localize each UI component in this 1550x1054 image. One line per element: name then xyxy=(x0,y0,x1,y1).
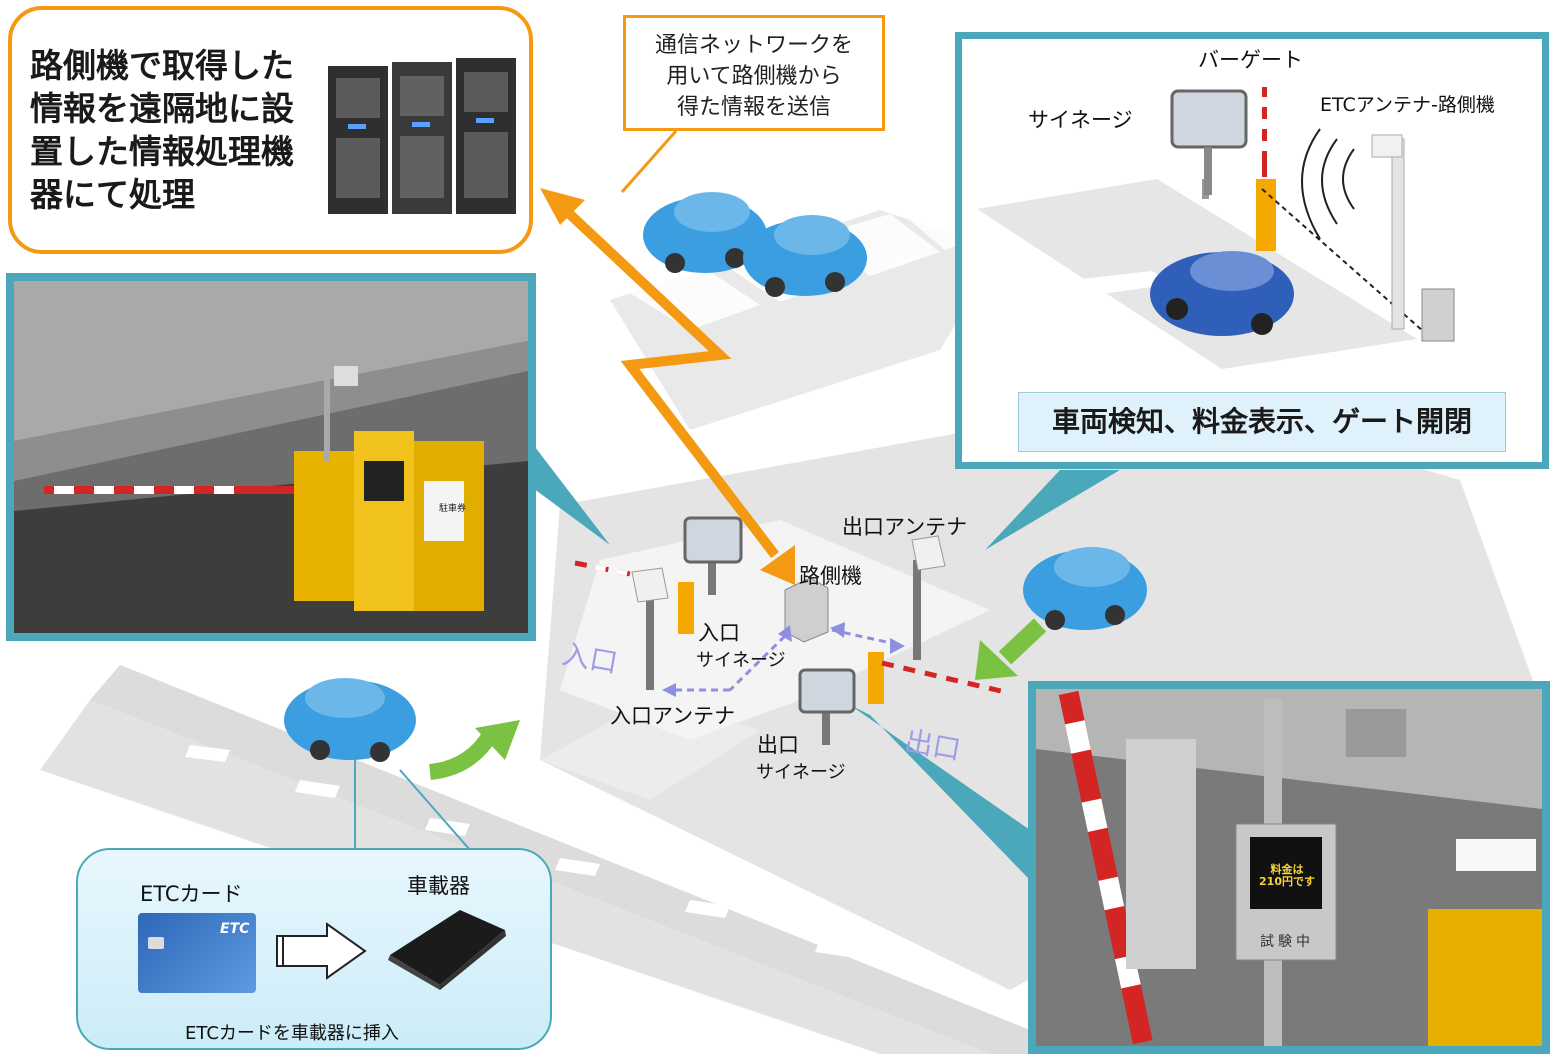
exit-signage-label-2: サイネージ xyxy=(756,762,846,783)
arrow-head-up xyxy=(540,188,585,225)
entrance-antenna-pole xyxy=(646,590,654,690)
exit-photo-fee-screen: 料金は 210円です xyxy=(1251,864,1323,888)
car-parked-1 xyxy=(643,192,767,273)
network-lightning-arrow xyxy=(556,201,779,559)
exit-green-arrow xyxy=(998,618,1047,665)
arrow-head-down xyxy=(760,545,795,585)
system-overview-illustration xyxy=(977,87,1455,369)
callout-wedge-entrance xyxy=(522,430,610,545)
exit-antenna-pole xyxy=(913,560,921,660)
car-exiting xyxy=(1023,547,1147,630)
exit-photo-status-sign: 試験中 xyxy=(1260,934,1314,950)
fee-screen-line-2: 210円です xyxy=(1259,875,1315,888)
entrance-photo: 駐車券 xyxy=(6,273,536,641)
etc-card-brand: ETC xyxy=(220,921,250,937)
overview-caption: 車両検知、料金表示、ゲート開閉 xyxy=(1018,392,1506,452)
onboard-unit-label: 車載器 xyxy=(407,874,470,898)
overview-gate-post xyxy=(1256,179,1276,251)
network-note-box: 通信ネットワークを 用いて路側機から 得た情報を送信 xyxy=(623,15,885,131)
callout-wedge-overview xyxy=(985,470,1120,550)
road-lane-marks xyxy=(185,745,860,958)
card-chip-icon xyxy=(148,937,164,949)
data-link-arrows xyxy=(672,628,901,692)
roadside-unit-label: 路側機 xyxy=(799,564,862,588)
exit-antenna xyxy=(911,535,946,571)
entrance-photo-sign: 駐車券 xyxy=(439,504,467,514)
network-note-line-2: 用いて路側機から xyxy=(666,64,842,89)
exit-antenna-label: 出口アンテナ xyxy=(842,515,968,539)
overview-signage-label: サイネージ xyxy=(1028,108,1133,132)
etc-panel-caption: ETCカードを車載器に挿入 xyxy=(185,1023,399,1044)
remote-processing-text: 路側機で取得した情報を遠隔地に設置した情報処理機器にて処理 xyxy=(30,46,294,214)
entrance-gate-post xyxy=(678,582,694,634)
main-road xyxy=(90,665,1090,1054)
fee-screen-line-1: 料金は xyxy=(1270,863,1304,876)
overview-signage-screen xyxy=(1170,89,1248,149)
exit-photo-illustration xyxy=(1036,689,1542,1046)
etc-card-label: ETCカード xyxy=(140,882,243,906)
network-note-line-1: 通信ネットワークを xyxy=(654,33,853,58)
entrance-antenna-label: 入口アンテナ xyxy=(610,704,736,728)
entrance-signage-label-2: サイネージ xyxy=(696,650,786,671)
entrance-signage-screen xyxy=(683,516,743,564)
gate-island xyxy=(560,520,990,740)
onboard-unit-icon xyxy=(388,910,506,990)
exit-gate-post xyxy=(868,652,884,704)
overview-barrier-gate-label: バーゲート xyxy=(1198,48,1303,72)
entrance-photo-illustration xyxy=(14,281,528,633)
car-entering xyxy=(284,678,416,762)
server-rack-icon xyxy=(328,58,516,214)
note-pointer xyxy=(620,130,678,193)
car-parked-2 xyxy=(743,215,867,297)
upper-parking-area xyxy=(610,210,1000,430)
exit-signage-label-1: 出口 xyxy=(757,733,799,757)
entry-green-arrow xyxy=(428,730,497,780)
entrance-antenna xyxy=(631,567,669,603)
etc-card-icon: ETC xyxy=(138,913,256,993)
overview-etc-antenna-label: ETCアンテナ-路側機 xyxy=(1320,94,1495,116)
exit-photo: 料金は 210円です 試験中 xyxy=(1028,681,1550,1054)
network-note-line-3: 得た情報を送信 xyxy=(676,95,831,120)
exit-signage-screen xyxy=(798,668,856,714)
insert-arrow-icon xyxy=(276,922,367,980)
entrance-signage-label-1: 入口 xyxy=(698,621,740,645)
